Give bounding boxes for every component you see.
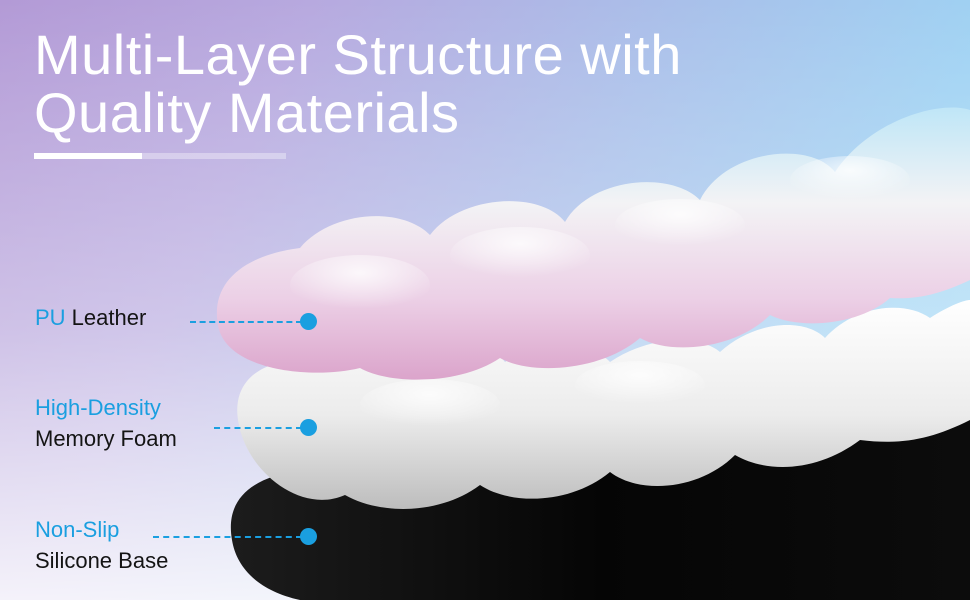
memory-foam-text: Memory Foam <box>35 426 177 451</box>
memory-foam-marker-dot <box>300 419 317 436</box>
silicone-base-label: Non-Slip Silicone Base <box>35 514 168 576</box>
memory-foam-highlight: High-Density <box>35 395 161 420</box>
foam-shine <box>360 379 500 431</box>
title-underline-accent <box>34 153 143 159</box>
leather-shine <box>450 227 590 283</box>
pu-leather-marker-dot <box>300 313 317 330</box>
silicone-base-leader-line <box>153 536 302 538</box>
title-underline <box>34 153 286 159</box>
pu-leather-layer <box>216 107 970 380</box>
silicone-base-highlight: Non-Slip <box>35 517 120 542</box>
silicone-base-text: Silicone Base <box>35 548 169 573</box>
pu-leather-label: PU Leather <box>35 302 146 333</box>
leather-shine <box>290 255 430 315</box>
pu-leather-text: Leather <box>65 305 147 330</box>
memory-foam-label: High-Density Memory Foam <box>35 392 177 454</box>
pu-leather-leader-line <box>190 321 302 323</box>
foam-shine <box>575 361 705 409</box>
silicone-base-marker-dot <box>300 528 317 545</box>
leather-shine <box>790 156 910 204</box>
page-title: Multi-Layer Structure with Quality Mater… <box>34 23 682 144</box>
pu-leather-highlight: PU <box>35 305 66 330</box>
memory-foam-leader-line <box>214 427 302 429</box>
leather-shine <box>615 199 745 251</box>
